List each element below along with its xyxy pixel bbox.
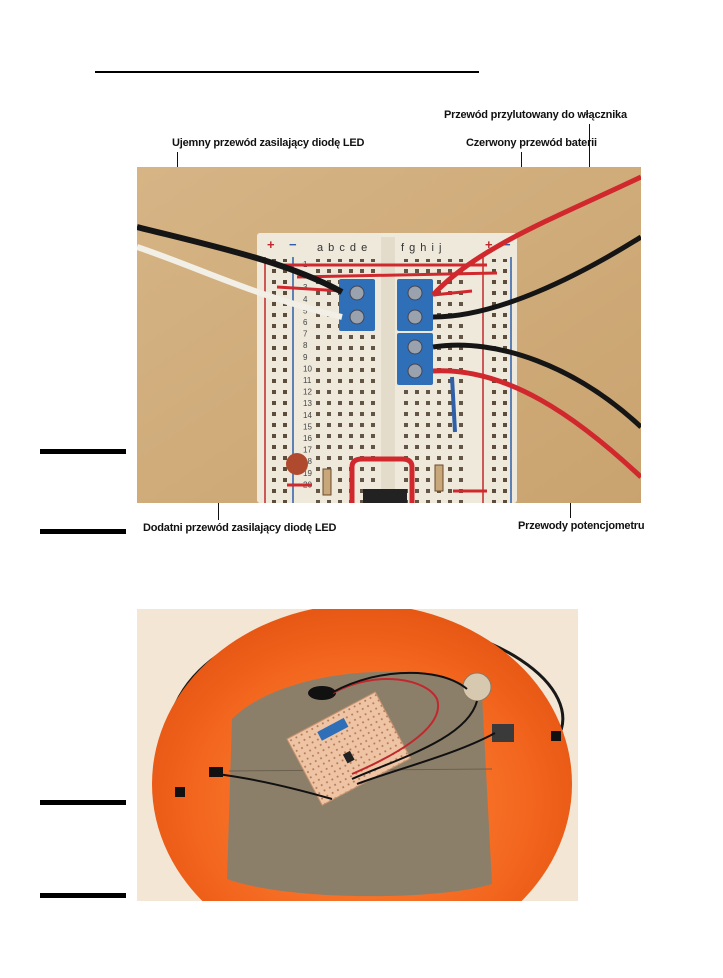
row-number: 13 <box>303 399 312 408</box>
rail-plus-label: + <box>267 237 275 252</box>
row-number: 5 <box>303 306 308 315</box>
rail-minus-label: − <box>503 237 511 252</box>
margin-marker <box>40 800 126 805</box>
row-number: 10 <box>303 364 312 373</box>
rail-minus-label: − <box>289 237 297 252</box>
row-number: 8 <box>303 341 308 350</box>
callout-positive-led-wire: Dodatni przewód zasilający diodę LED <box>143 522 337 534</box>
row-number: 12 <box>303 388 312 397</box>
row-number: 15 <box>303 422 312 431</box>
column-labels-right: f g h i j <box>401 242 442 254</box>
pumpkin-interior-photo <box>137 609 578 901</box>
rail-plus-label: + <box>485 237 493 252</box>
row-number: 16 <box>303 434 312 443</box>
row-number: 14 <box>303 411 312 420</box>
breadboard-photo: + − a b c d e f g h i j + − 123456789101… <box>137 167 641 503</box>
row-number: 17 <box>303 446 312 455</box>
row-number: 11 <box>303 376 312 385</box>
leader-line <box>570 499 571 518</box>
row-number: 9 <box>303 353 308 362</box>
callout-switch-wire: Przewód przylutowany do włącznika <box>444 109 627 121</box>
row-number: 7 <box>303 330 308 339</box>
row-number: 6 <box>303 318 308 327</box>
callout-negative-led-wire: Ujemny przewód zasilający diodę LED <box>172 137 365 149</box>
margin-marker <box>40 893 126 898</box>
callout-battery-red-wire: Czerwony przewód baterii <box>466 137 597 149</box>
column-labels-left: a b c d e <box>317 242 368 254</box>
callout-potentiometer-wires: Przewody potencjometru <box>518 520 645 532</box>
margin-marker <box>40 449 126 454</box>
header-rule <box>95 71 479 73</box>
margin-marker <box>40 529 126 534</box>
row-number: 19 <box>303 469 312 478</box>
row-number: 4 <box>303 295 308 304</box>
